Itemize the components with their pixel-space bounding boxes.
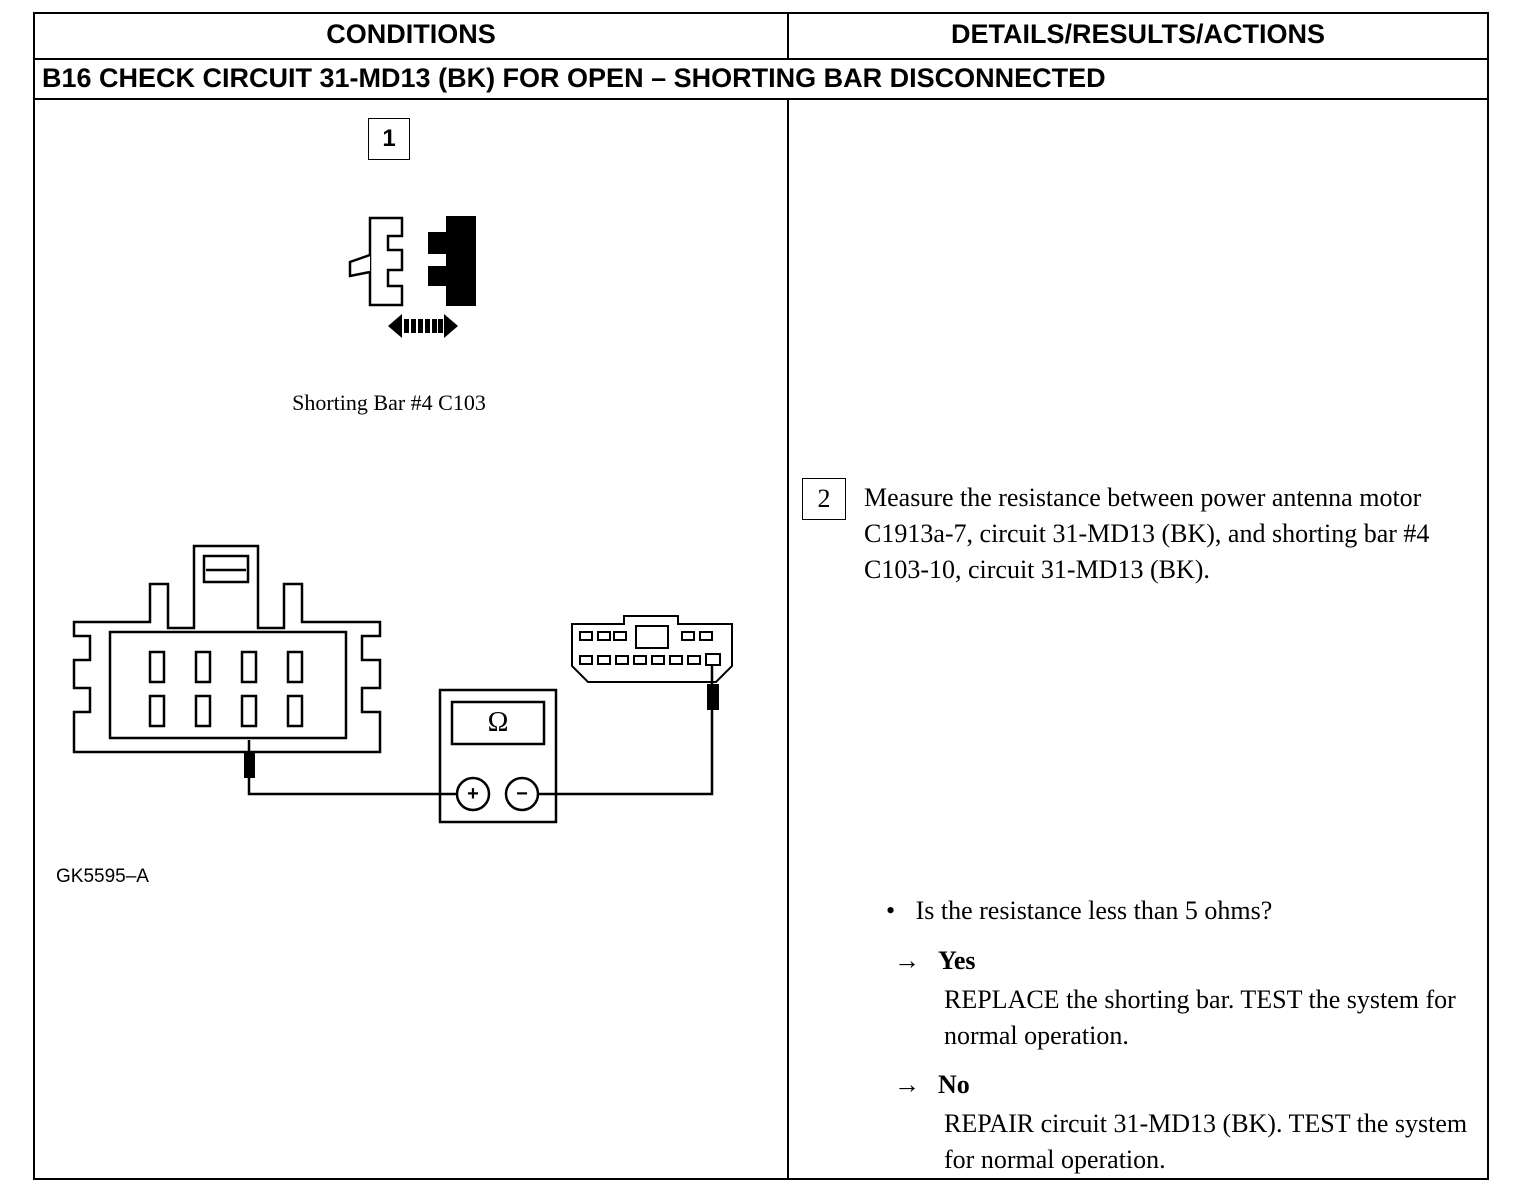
- step-2-instruction: Measure the resistance between power ant…: [864, 483, 1430, 584]
- test-lead-positive: [247, 740, 457, 796]
- details-header: DETAILS/RESULTS/ACTIONS: [950, 19, 1325, 49]
- c103-connector-icon: [571, 615, 733, 683]
- question-bullet: •: [886, 896, 896, 925]
- header-rule: [33, 58, 1489, 60]
- table-frame: [33, 12, 1489, 1180]
- probe-tip-positive-icon: [244, 752, 255, 778]
- test-lead-negative: [538, 666, 714, 796]
- probe-tip-negative-icon: [707, 684, 719, 710]
- column-divider: [787, 100, 789, 1180]
- ohm-symbol: Ω: [487, 707, 509, 738]
- conditions-header: CONDITIONS: [326, 19, 496, 49]
- answer-no-text: REPAIR circuit 31-MD13 (BK). TEST the sy…: [944, 1109, 1468, 1174]
- step-1-box: 1: [368, 118, 410, 160]
- figure-id: GK5595–A: [56, 866, 149, 887]
- question-text: Is the resistance less than 5 ohms?: [915, 896, 1273, 925]
- shorting-bar-connector-icon: [348, 216, 404, 307]
- minus-terminal-label: −: [516, 783, 528, 805]
- shorting-bar-icon: [428, 216, 476, 306]
- column-divider-top: [787, 12, 789, 60]
- section-title: B16 CHECK CIRCUIT 31-MD13 (BK) FOR OPEN …: [42, 63, 1106, 93]
- section-rule: [33, 98, 1489, 100]
- arrow-icon: →: [894, 946, 920, 975]
- antenna-motor-connector-icon: [72, 544, 382, 754]
- plus-terminal-label: +: [467, 783, 479, 805]
- answer-yes-heading: → Yes: [894, 946, 976, 976]
- shorting-bar-caption: Shorting Bar #4 C103: [292, 390, 486, 415]
- answer-no-heading: → No: [894, 1070, 970, 1100]
- answer-yes-text: REPLACE the shorting bar. TEST the syste…: [944, 985, 1456, 1050]
- step-2-box: 2: [802, 478, 846, 520]
- disconnect-arrow-icon: [388, 314, 458, 338]
- arrow-icon: →: [894, 1070, 920, 1099]
- answer-yes-label: Yes: [938, 946, 976, 975]
- question: • Is the resistance less than 5 ohms?: [886, 896, 1272, 926]
- answer-no-label: No: [938, 1070, 970, 1099]
